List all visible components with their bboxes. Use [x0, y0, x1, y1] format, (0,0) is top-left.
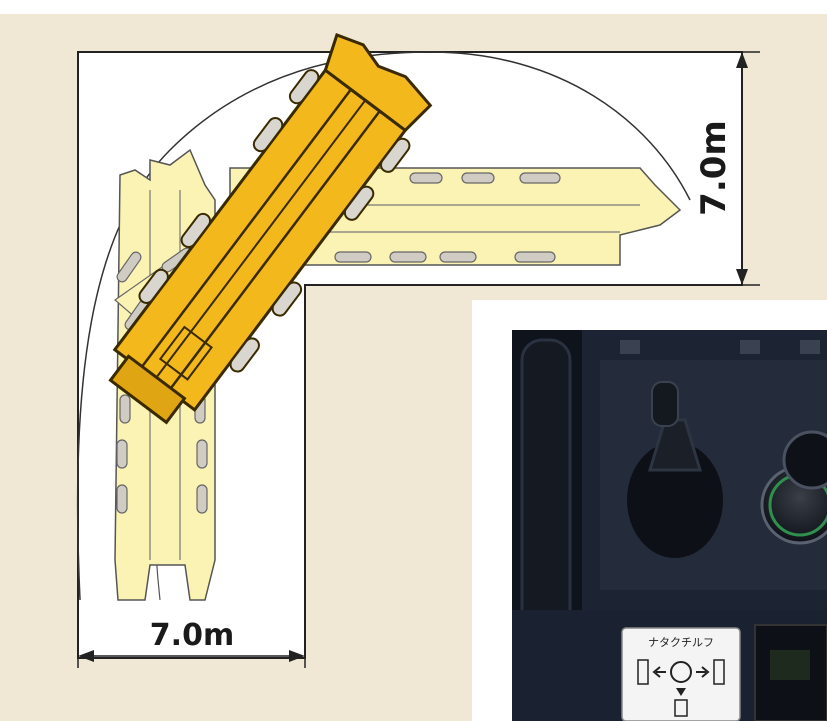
- steering-mode-plate: ナタクチルフ: [621, 627, 741, 721]
- height-dimension: [736, 51, 760, 286]
- arrow-down-icon: [676, 688, 686, 696]
- arrow-left-icon: [652, 666, 666, 678]
- width-label: 7.0m: [150, 618, 234, 653]
- plate-caption: ナタクチルフ: [648, 636, 714, 649]
- width-dimension: [77, 650, 306, 668]
- vehicle-main: [108, 33, 433, 425]
- joystick-icon: [651, 381, 679, 427]
- mount-bolt: [740, 340, 760, 354]
- mount-bolt: [800, 340, 820, 354]
- mount-bolt: [620, 340, 640, 354]
- steering-circle-icon: [670, 661, 692, 683]
- arrow-right-icon: [696, 666, 710, 678]
- top-margin: [0, 0, 827, 14]
- outer-sweep-arc: [76, 51, 691, 601]
- height-label: 7.0m: [694, 120, 734, 216]
